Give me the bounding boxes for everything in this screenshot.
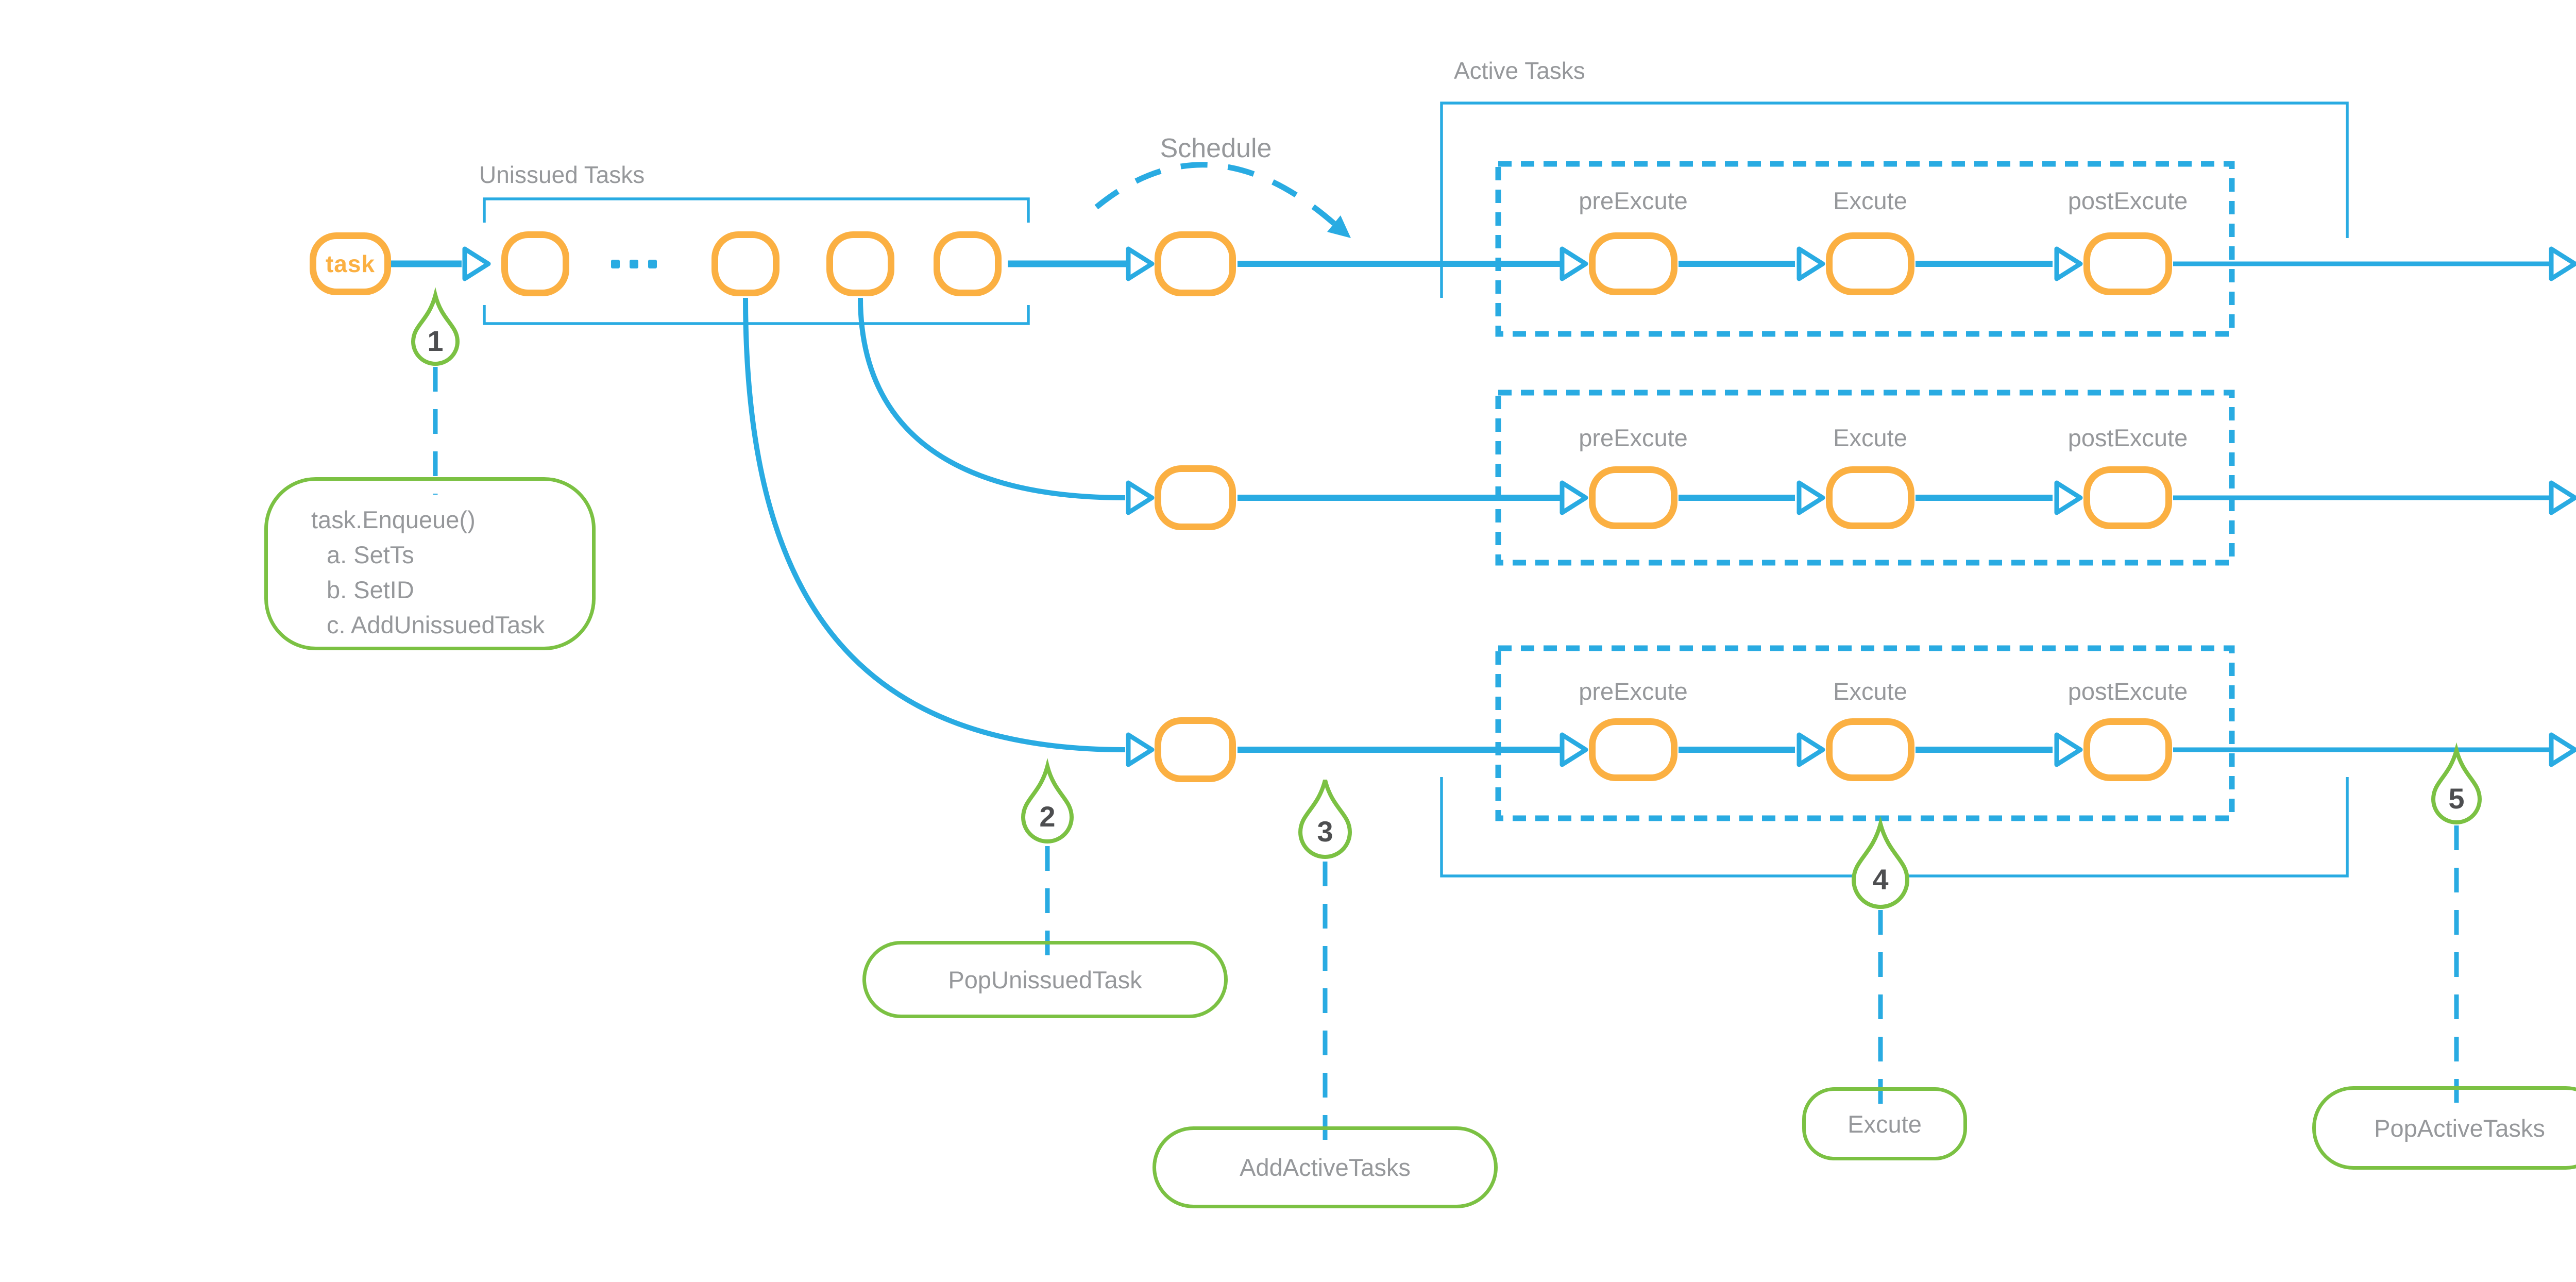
row1-postexcute-node [2083, 232, 2172, 295]
row1-preexcute-label: preExcute [1579, 187, 1688, 214]
active-tasks-top-bracket [1440, 102, 2349, 298]
marker-5-number: 5 [2448, 782, 2465, 815]
marker-4-number: 4 [1872, 863, 1889, 896]
marker-2-number: 2 [1039, 800, 1056, 833]
callout-pop-active-tasks: PopActiveTasks [2312, 1086, 2576, 1170]
active-tasks-label: Active Tasks [1454, 57, 1585, 84]
callout-task-enqueue-line2: a. SetTs [327, 541, 414, 568]
curve-pop-to-row2 [858, 297, 1126, 500]
droplet-3-icon [1298, 780, 1352, 859]
marker-1-number: 1 [427, 325, 444, 357]
worker-dotted-boxes [1495, 161, 2235, 821]
unissued-tasks-bottom-bracket [483, 305, 1030, 325]
row2-postexcute-label: postExcute [2067, 424, 2188, 451]
droplet-2-icon [1021, 758, 1074, 844]
queue-node-2 [711, 231, 779, 296]
lane1-entry-node [1155, 231, 1236, 296]
unissued-tasks-top-bracket [483, 197, 1030, 223]
row3-preexcute-node [1589, 718, 1677, 781]
queue-node-1 [501, 231, 569, 296]
row3-preexcute-label: preExcute [1579, 678, 1688, 705]
row2-preexcute-node [1589, 466, 1677, 529]
callout-task-enqueue-line4: c. AddUnissuedTask [327, 611, 545, 638]
worker-box-row1 [1495, 161, 2235, 337]
row2-postexcute-node [2083, 466, 2172, 529]
schedule-label: Schedule [1160, 133, 1272, 163]
row3-excute-node [1826, 718, 1914, 781]
row2-excute-node [1826, 466, 1914, 529]
hollow-arrowheads [462, 246, 2576, 767]
callout-task-enqueue: task.Enqueue() a. SetTs b. SetID c. AddU… [264, 477, 596, 650]
droplet-5-icon [2431, 742, 2482, 824]
callout-pop-unissued-task: PopUnissuedTask [862, 941, 1228, 1018]
queue-ellipsis-icon [611, 260, 657, 268]
marker-leader-lines [433, 367, 2459, 1146]
lane2-entry-node [1155, 465, 1236, 530]
marker-3-number: 3 [1317, 815, 1333, 848]
row2-excute-label: Excute [1833, 424, 1907, 451]
worker-box-row2 [1495, 390, 2235, 566]
droplet-1-icon [411, 287, 460, 366]
unissued-tasks-label: Unissued Tasks [479, 161, 645, 188]
row2-preexcute-label: preExcute [1579, 424, 1688, 451]
callout-task-enqueue-line1: task.Enqueue() [311, 506, 476, 533]
row3-excute-label: Excute [1833, 678, 1907, 705]
schedule-arc-arrow-icon [1094, 162, 1351, 238]
droplet-markers [411, 287, 2482, 909]
row3-postexcute-label: postExcute [2067, 678, 2188, 705]
queue-node-3 [826, 231, 894, 296]
row1-excute-label: Excute [1833, 187, 1907, 214]
callout-add-active-tasks: AddActiveTasks [1153, 1126, 1498, 1208]
callout-task-enqueue-line3: b. SetID [327, 576, 414, 603]
row3-postexcute-node [2083, 718, 2172, 781]
task-node: task [310, 232, 391, 295]
lane3-entry-node [1155, 717, 1236, 782]
droplet-4-icon [1851, 816, 1910, 909]
task-node-label: task [325, 250, 376, 277]
worker-box-row3 [1495, 645, 2235, 821]
row1-postexcute-label: postExcute [2067, 187, 2188, 214]
flow-arrows [391, 260, 2550, 753]
row1-preexcute-node [1589, 232, 1677, 295]
curve-pop-to-row3 [743, 297, 1126, 752]
row1-excute-node [1826, 232, 1914, 295]
callout-excute: Excute [1802, 1087, 1967, 1160]
queue-node-4 [934, 231, 1002, 296]
